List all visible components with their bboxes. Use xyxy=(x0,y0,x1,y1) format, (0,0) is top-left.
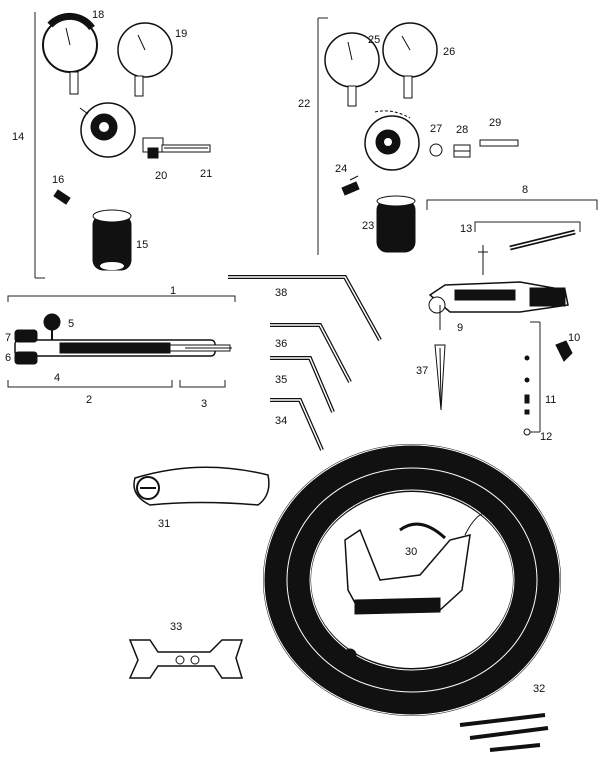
callout-8: 8 xyxy=(522,184,528,196)
cap-23 xyxy=(376,195,416,253)
cutting-attachment-body xyxy=(428,281,569,330)
regulator-body-22 xyxy=(364,110,420,171)
fitting-29 xyxy=(479,139,519,147)
callout-26: 26 xyxy=(443,46,455,58)
gauge-26 xyxy=(382,22,438,99)
gauge-25 xyxy=(324,32,380,107)
callout-27: 27 xyxy=(430,123,442,135)
callout-37: 37 xyxy=(416,365,428,377)
wrench-33 xyxy=(128,639,244,679)
oxygen-regulator-group xyxy=(34,12,211,279)
cutting-attachment-group xyxy=(426,199,598,436)
tip-38 xyxy=(228,275,382,341)
callout-32: 32 xyxy=(533,683,545,695)
valve-5 xyxy=(43,313,61,340)
tip-36 xyxy=(270,323,352,383)
acetylene-regulator-group xyxy=(317,17,519,255)
callout-10: 10 xyxy=(568,332,580,344)
callout-29: 29 xyxy=(489,117,501,129)
callout-30: 30 xyxy=(405,546,417,558)
callout-4: 4 xyxy=(54,372,60,384)
callout-24: 24 xyxy=(335,163,347,175)
callout-25: 25 xyxy=(368,34,380,46)
callout-14: 14 xyxy=(12,131,24,143)
cap-15 xyxy=(92,209,132,271)
callout-5: 5 xyxy=(68,318,74,330)
callout-labels: 1 2 3 4 5 6 7 8 9 10 11 12 13 14 15 16 1… xyxy=(5,9,580,695)
callout-16: 16 xyxy=(52,174,64,186)
goggles-31 xyxy=(133,466,270,506)
tip-35 xyxy=(270,356,335,413)
torch-group xyxy=(7,295,236,388)
fitting-21 xyxy=(161,144,211,153)
tips-group xyxy=(228,275,382,451)
tip-37 xyxy=(434,344,446,411)
callout-35: 35 xyxy=(275,374,287,386)
fitting-20 xyxy=(142,137,164,159)
fitting-28 xyxy=(453,144,471,158)
callout-3: 3 xyxy=(201,398,207,410)
gauge-19 xyxy=(117,22,173,97)
lever-10 xyxy=(555,340,573,362)
callout-36: 36 xyxy=(275,338,287,350)
callout-23: 23 xyxy=(362,220,374,232)
callout-9: 9 xyxy=(457,322,463,334)
callout-12: 12 xyxy=(540,431,552,443)
callout-31: 31 xyxy=(158,518,170,530)
tip-34 xyxy=(270,398,324,451)
callout-15: 15 xyxy=(136,239,148,251)
washer-16 xyxy=(53,189,71,205)
gauge-18 xyxy=(42,12,98,95)
callout-1: 1 xyxy=(170,285,176,297)
tube-13 xyxy=(509,229,576,251)
valve-6 xyxy=(14,351,38,365)
callout-28: 28 xyxy=(456,124,468,136)
callout-13: 13 xyxy=(460,223,472,235)
callout-33: 33 xyxy=(170,621,182,633)
callout-11: 11 xyxy=(545,394,556,406)
callout-18: 18 xyxy=(92,9,104,21)
washer-27 xyxy=(429,143,443,157)
callout-22: 22 xyxy=(298,98,310,110)
callout-19: 19 xyxy=(175,28,187,40)
torch-handle xyxy=(14,339,232,357)
regulator-body-14 xyxy=(79,102,136,158)
valve-7 xyxy=(14,329,38,343)
callout-6: 6 xyxy=(5,352,11,364)
hose-32 xyxy=(263,444,561,752)
callout-7: 7 xyxy=(5,332,11,344)
fitting-24 xyxy=(341,175,360,196)
callout-2: 2 xyxy=(86,394,92,406)
callout-21: 21 xyxy=(200,168,212,180)
callout-20: 20 xyxy=(155,170,167,182)
striker-30 xyxy=(344,512,496,615)
callout-38: 38 xyxy=(275,287,287,299)
callout-34: 34 xyxy=(275,415,287,427)
small-parts-11 xyxy=(523,355,531,436)
